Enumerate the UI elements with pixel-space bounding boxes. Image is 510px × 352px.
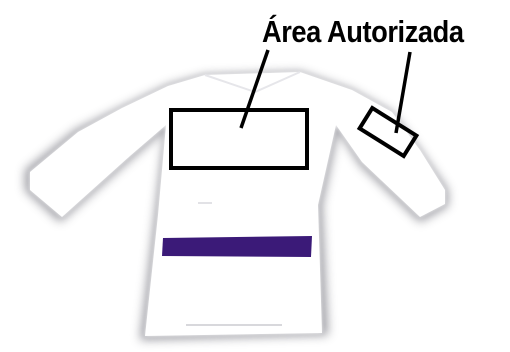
belt <box>162 236 312 257</box>
area-label: Área Autorizada <box>262 14 464 50</box>
pointer-line-sleeve <box>396 52 410 133</box>
